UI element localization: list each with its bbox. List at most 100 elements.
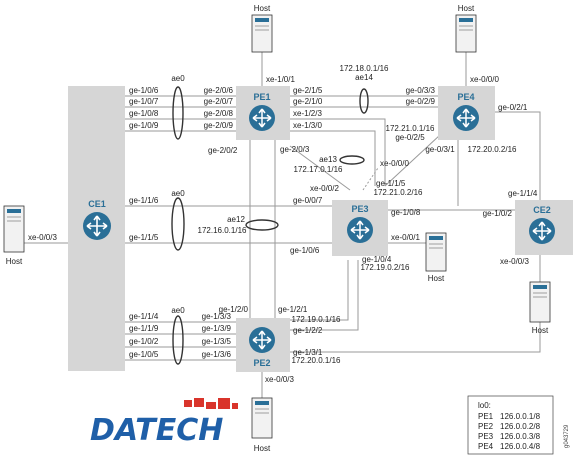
links: [24, 52, 541, 398]
link-pe1-pe3-3: [289, 145, 351, 191]
iface-pe1-pe3-b: xe-1/3/0: [293, 121, 322, 130]
pe3-label: PE3: [351, 204, 368, 214]
iface-ce1-pe2-2: ge-1/1/9: [129, 324, 159, 333]
iface-pe1-ce1-2: ge-2/0/7: [204, 97, 234, 106]
host-pe4-top[interactable]: Host: [455, 4, 477, 53]
subnet-ae14: 172.18.0.1/16: [340, 64, 389, 73]
iface-pe1-pe3-c: ge-2/0/3: [280, 145, 310, 154]
loopback-title: lo0:: [478, 401, 491, 410]
bundle-ae0-pe1-ellipse: [172, 86, 184, 140]
pe1-label: PE1: [253, 92, 270, 102]
bundle-ae0-pe3-label: ae0: [171, 189, 185, 198]
server-icon: [251, 14, 273, 53]
iface-pe1-ce1-1: ge-2/0/6: [204, 86, 234, 95]
iface-pe4-pe3: ge-0/2/5: [395, 133, 425, 142]
loopback-device: PE1: [478, 412, 494, 421]
link-pe3-host-dotted: [362, 167, 379, 191]
subnet-pe4-pe3: 172.21.0.1/16: [386, 124, 435, 133]
iface-pe3-host: xe-0/0/1: [391, 233, 420, 242]
iface-pe1-ce1-3: ge-2/0/8: [204, 109, 234, 118]
iface-pe2-ce1-2: ge-1/3/9: [202, 324, 232, 333]
logo-blocks-icon: [184, 398, 238, 409]
logo-text: DATECH: [90, 413, 223, 448]
iface-ce1-pe3-2: ge-1/1/5: [129, 233, 159, 242]
link-pe1-pe3-2: [290, 130, 376, 186]
server-icon: [251, 397, 273, 439]
host-ce1-left[interactable]: Host: [3, 205, 25, 266]
iface-pe3-host-top: xe-0/0/0: [380, 159, 409, 168]
bundle-ae14-ellipse: [359, 88, 369, 114]
bundle-ae14-label: ae14: [355, 73, 373, 82]
pe2-label: PE2: [253, 358, 270, 368]
bundle-ae13-ellipse: [339, 155, 365, 165]
iface-pe3-pe4: ge-1/1/5: [376, 179, 406, 188]
loopback-device: PE4: [478, 442, 494, 451]
iface-pe1-pe3-a: xe-1/2/3: [293, 109, 322, 118]
host-label: Host: [458, 4, 475, 13]
host-label: Host: [428, 274, 445, 283]
pe1-device[interactable]: PE1: [236, 86, 290, 140]
ce2-label: CE2: [533, 205, 551, 215]
subnet-pe4-pe3-b: 172.21.0.2/16: [374, 188, 423, 197]
iface-ce1-pe2-3: ge-1/0/2: [129, 337, 159, 346]
datech-logo: DATECH: [90, 398, 238, 448]
loopback-address: 126.0.0.1/8: [500, 412, 541, 421]
iface-pe4-pe3-b: ge-0/3/1: [425, 145, 455, 154]
pe3-device[interactable]: PE3: [332, 200, 388, 256]
link-pe4-pe3-1: [384, 134, 441, 187]
link-pe4-ce2: [495, 111, 541, 200]
link-pe3-pe2-2: [290, 260, 349, 321]
aggregate-bundles: [171, 86, 369, 365]
link-pe2-ce2: [290, 255, 541, 353]
iface-pe3-ce2: ge-1/0/8: [391, 208, 421, 217]
link-pe1-pe3-1: [290, 118, 386, 186]
bundle-ae13-label: ae13: [319, 155, 337, 164]
iface-pe2-pe3-b: ge-1/2/2: [293, 326, 323, 335]
iface-ce1-pe3-1: ge-1/1/6: [129, 196, 159, 205]
iface-pe4-pe1-1: ge-0/3/3: [406, 86, 436, 95]
host-label: Host: [254, 4, 271, 13]
iface-pe3-pe1-b: ge-0/0/7: [293, 196, 323, 205]
iface-pe2-ce2: ge-1/3/1: [293, 348, 323, 357]
iface-ce1-pe2-4: ge-1/0/5: [129, 350, 159, 359]
link-pe3-pe2-1: [290, 260, 359, 331]
pe4-device[interactable]: PE4: [438, 86, 495, 140]
figure-id: g043729: [564, 424, 570, 448]
iface-ce2-host: xe-0/0/3: [500, 257, 529, 266]
iface-pe3-pe1-a: xe-0/0/2: [310, 184, 339, 193]
iface-ce1-pe1-2: ge-1/0/7: [129, 97, 159, 106]
iface-ce1-pe2-1: ge-1/1/4: [129, 312, 159, 321]
iface-pe2-ce1-4: ge-1/3/6: [202, 350, 232, 359]
bundle-ae0-pe1-label: ae0: [171, 74, 185, 83]
iface-ce2-pe3: ge-1/0/2: [483, 209, 513, 218]
pe2-device[interactable]: PE2: [236, 318, 290, 372]
iface-ce2-pe4: ge-1/1/4: [508, 189, 538, 198]
host-label: Host: [532, 326, 549, 335]
host-ce2[interactable]: Host: [529, 281, 551, 335]
ce1-device[interactable]: CE1: [68, 86, 125, 371]
iface-ce1-host: xe-0/0/3: [28, 233, 57, 242]
ce2-device[interactable]: CE2: [515, 200, 573, 255]
host-pe3[interactable]: Host: [425, 232, 447, 283]
iface-pe4-ce2: ge-0/2/1: [498, 103, 528, 112]
iface-pe2-ce1-1: ge-1/3/3: [202, 312, 232, 321]
server-icon: [529, 281, 551, 323]
iface-pe2-ce1-3: ge-1/3/5: [202, 337, 232, 346]
subnet-ae12: 172.16.0.1/16: [198, 226, 247, 235]
loopback-address: 126.0.0.4/8: [500, 442, 541, 451]
iface-ce1-pe1-3: ge-1/0/8: [129, 109, 159, 118]
bundle-ae0-pe2-ellipse: [172, 315, 184, 365]
iface-pe1-pe4-1: ge-2/1/5: [293, 86, 323, 95]
host-pe2[interactable]: Host: [251, 397, 273, 453]
server-icon: [3, 205, 25, 253]
iface-pe1-pe2: ge-2/0/2: [208, 146, 238, 155]
iface-pe2-pe1: ge-1/2/0: [219, 305, 249, 314]
iface-ce1-pe1-1: ge-1/0/6: [129, 86, 159, 95]
loopback-address: 126.0.0.2/8: [500, 422, 541, 431]
host-pe1-top[interactable]: Host: [251, 4, 273, 53]
loopback-table: lo0: PE1 126.0.0.1/8 PE2 126.0.0.2/8 PE3…: [467, 395, 554, 455]
bundle-ae12-ellipse: [245, 219, 279, 231]
iface-pe4-host: xe-0/0/0: [470, 75, 499, 84]
host-label: Host: [254, 444, 271, 453]
iface-ce1-pe1-4: ge-1/0/9: [129, 121, 159, 130]
